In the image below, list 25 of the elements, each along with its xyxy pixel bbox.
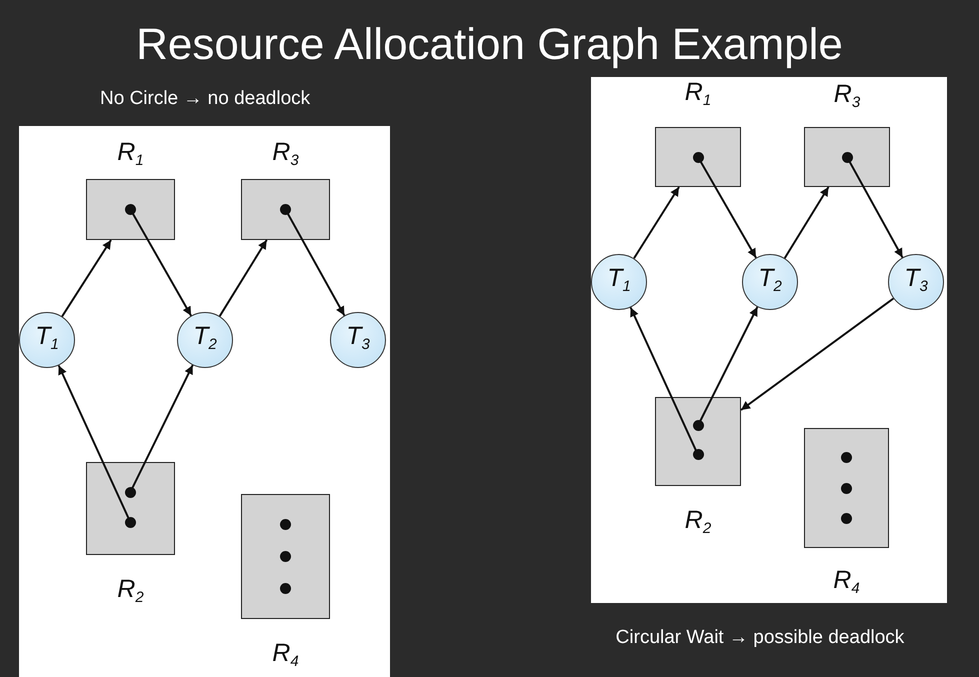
resource-label: R$_{1}$ — [684, 78, 712, 111]
resource-label: R$_{4}$ — [272, 639, 299, 672]
process-label: T$_{3}$ — [346, 322, 370, 354]
process-label: T$_{2}$ — [758, 264, 782, 296]
process-circle — [591, 254, 647, 310]
process-label: T$_{2}$ — [193, 322, 217, 354]
arrow — [61, 239, 112, 317]
process-label: T$_{1}$ — [607, 264, 631, 296]
resource-label: R$_{2}$ — [117, 575, 144, 608]
resource-label: R$_{1}$ — [117, 138, 144, 171]
diagram-title: Resource Allocation Graph Example — [135, 19, 844, 71]
resource-label: R$_{3}$ — [272, 138, 299, 171]
process-label: T$_{3}$ — [904, 264, 928, 296]
arrow — [633, 186, 680, 259]
arrow — [740, 298, 894, 411]
panel-caption: Circular Wait → possible deadlock — [616, 626, 904, 650]
panel-caption: No Circle → no deadlock — [100, 87, 310, 111]
resource-label: R$_{3}$ — [834, 80, 860, 113]
process-circle — [19, 312, 75, 368]
resource-label: R$_{2}$ — [684, 506, 712, 539]
process-label: T$_{1}$ — [35, 322, 59, 354]
arrow — [218, 239, 268, 317]
process-circle — [888, 254, 944, 310]
resource-label: R$_{4}$ — [833, 566, 860, 599]
arrow — [784, 186, 830, 259]
